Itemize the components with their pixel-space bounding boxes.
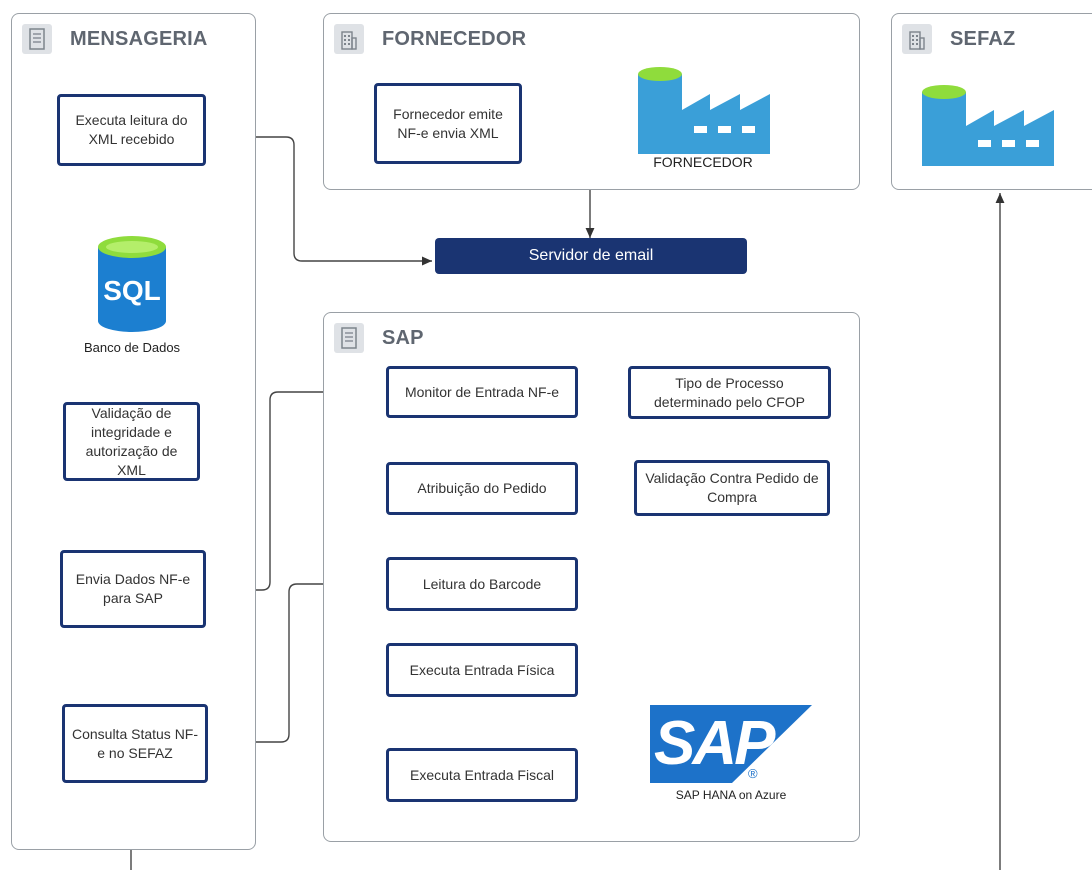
box-read-xml[interactable]: Executa leitura do XML recebido — [57, 94, 206, 166]
box-validate-xml[interactable]: Validação de integridade e autorização d… — [63, 402, 200, 481]
sql-database-icon: SQL — [96, 235, 168, 338]
box-assign-order[interactable]: Atribuição do Pedido — [386, 462, 578, 515]
box-barcode[interactable]: Leitura do Barcode — [386, 557, 578, 611]
box-validate-po[interactable]: Validação Contra Pedido de Compra — [634, 460, 830, 516]
arrow-barcode-to-query — [208, 583, 384, 747]
sap-logo-text: SAP — [654, 709, 775, 778]
building-icon — [902, 24, 932, 54]
box-query-status[interactable]: Consulta Status NF-e no SEFAZ — [62, 704, 208, 783]
factory-caption: FORNECEDOR — [653, 154, 753, 170]
sql-label: SQL — [103, 275, 161, 306]
lane-title-fornecedor: FORNECEDOR — [382, 27, 527, 50]
server-icon — [22, 24, 52, 54]
box-send-sap[interactable]: Envia Dados NF-e para SAP — [60, 550, 206, 628]
email-server[interactable]: Servidor de email — [435, 238, 747, 274]
box-physical-entry[interactable]: Executa Entrada Física — [386, 643, 578, 697]
db-caption: Banco de Dados — [83, 340, 181, 355]
box-fornecedor-emit[interactable]: Fornecedor emite NF-e envia XML — [374, 83, 522, 164]
lane-title-mensageria: MENSAGERIA — [70, 27, 208, 50]
box-fiscal-entry[interactable]: Executa Entrada Fiscal — [386, 748, 578, 802]
building-icon — [334, 24, 364, 54]
registered-mark: ® — [748, 766, 758, 781]
box-process-type[interactable]: Tipo de Processo determinado pelo CFOP — [628, 366, 831, 419]
server-icon — [334, 323, 364, 353]
sap-hana-caption: SAP HANA on Azure — [675, 788, 787, 802]
lane-title-sefaz: SEFAZ — [950, 27, 1016, 50]
arrow-send-to-monitor — [206, 387, 384, 591]
arrow-email-read — [206, 132, 432, 266]
lane-title-sap: SAP — [382, 326, 424, 349]
factory-icon — [920, 84, 1054, 171]
sap-logo-icon: SAP — [650, 705, 812, 783]
box-monitor-nfe[interactable]: Monitor de Entrada NF-e — [386, 366, 578, 418]
factory-icon — [636, 66, 770, 159]
